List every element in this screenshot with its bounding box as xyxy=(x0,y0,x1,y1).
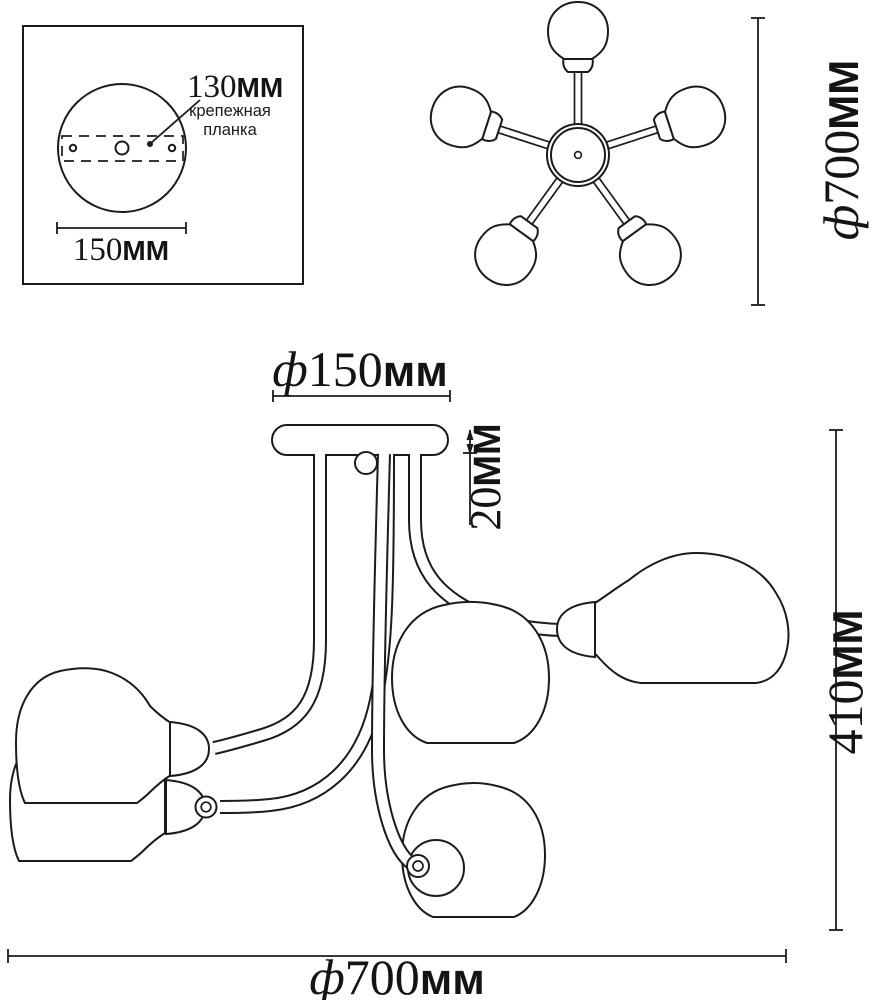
arm-lines xyxy=(573,70,583,126)
top-view-arm xyxy=(546,0,610,126)
shade-right xyxy=(555,551,790,684)
canopy-depth-dimension xyxy=(463,429,477,525)
hub-inner xyxy=(550,127,606,183)
hub-outer xyxy=(546,123,610,187)
spacing-label: 130MM xyxy=(187,69,283,105)
top-diameter-dimension xyxy=(751,17,765,306)
ceiling-canopy xyxy=(271,424,449,456)
hub-center-hole xyxy=(573,150,583,160)
bracket-hole-right xyxy=(167,143,177,153)
top-view-arm xyxy=(591,175,682,286)
top-view-arm xyxy=(604,85,727,151)
bulb-outline xyxy=(546,0,610,60)
overall-diameter-label: ф700мм xyxy=(309,949,485,1000)
plate-circle xyxy=(57,83,187,213)
bracket-caption-line2: планка xyxy=(203,121,257,139)
overall-diameter-dimension xyxy=(7,949,787,963)
upper-left-socket xyxy=(169,720,211,778)
canopy-diameter-label: ф150мм xyxy=(272,341,448,397)
top-view-arm xyxy=(474,175,565,286)
mounting-bracket-outline xyxy=(61,135,184,162)
shade-center-ball xyxy=(390,601,551,744)
leader-line xyxy=(150,99,201,144)
canopy-depth-label: 20MM xyxy=(461,423,510,530)
bracket-hole-left xyxy=(68,143,78,153)
top-diameter-label: ф700MM xyxy=(813,60,869,240)
bracket-hole-center xyxy=(114,140,130,156)
top-view: ф700MM xyxy=(429,0,869,306)
side-view: ф150мм 20MM 410MM ф700мм xyxy=(7,341,873,1000)
canopy-diameter-dimension xyxy=(272,390,451,402)
shade-upper-left xyxy=(14,667,211,804)
bulb-socket xyxy=(562,58,594,73)
upper-left-bulb-body xyxy=(14,667,172,804)
mounting-plate-panel: 130MM крепежная планка 150MM xyxy=(22,25,304,285)
ring-lower-left xyxy=(194,795,218,819)
arm-lower-left xyxy=(219,453,395,814)
shade-bottom-center xyxy=(400,782,547,918)
ring-bottom-center-hole xyxy=(412,860,424,872)
leader-arrow xyxy=(147,141,153,147)
ring-bottom-center xyxy=(406,854,430,878)
right-bulb-socket xyxy=(555,600,596,659)
panel-border xyxy=(22,25,304,285)
bracket-caption-line1: крепежная xyxy=(189,102,271,120)
plate-width-label: 150MM xyxy=(73,232,169,268)
canopy-ball-ornament xyxy=(354,451,378,475)
height-label: 410MM xyxy=(817,610,873,755)
height-dimension xyxy=(829,429,843,931)
top-view-arm xyxy=(429,85,552,151)
right-bulb-body xyxy=(594,551,790,684)
ring-lower-left-hole xyxy=(200,801,212,813)
